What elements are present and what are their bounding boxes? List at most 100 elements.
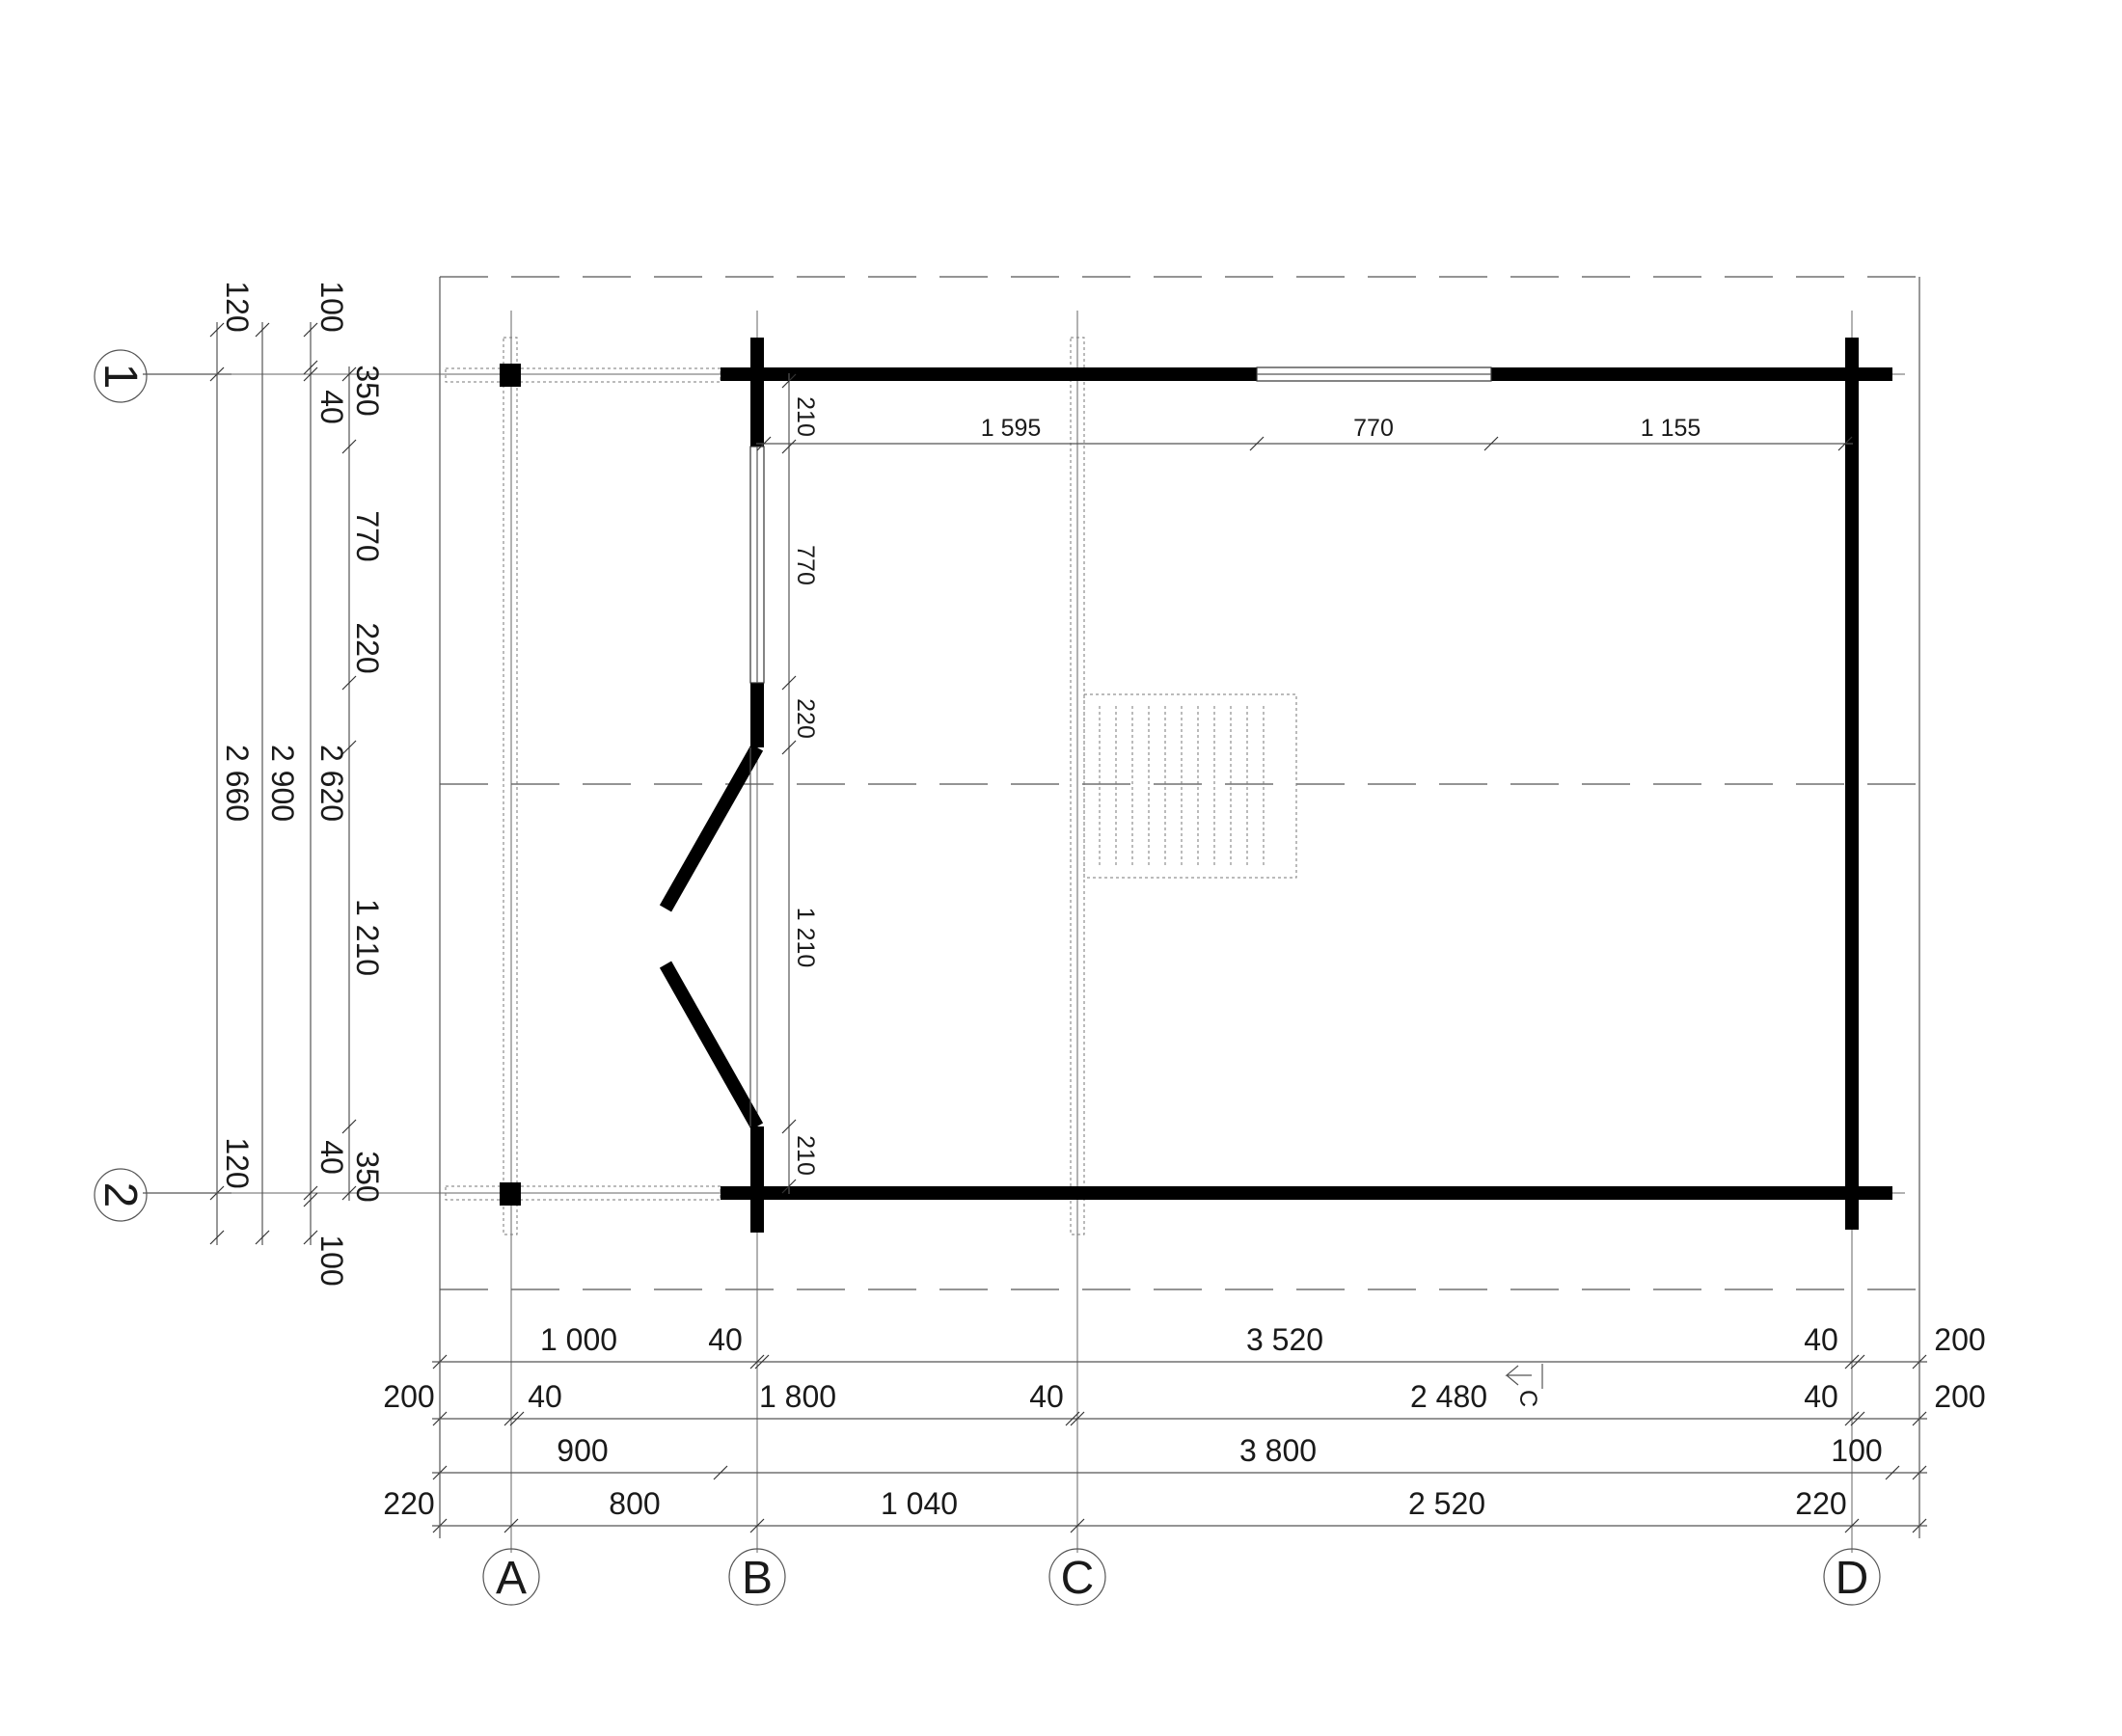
dim-l1-1: 2 660 bbox=[220, 745, 255, 822]
porch-post-bottom bbox=[500, 1182, 521, 1206]
dim-l3-3: 40 bbox=[314, 1140, 349, 1175]
dimension-tick bbox=[303, 366, 318, 382]
dimension-tick bbox=[781, 1179, 797, 1194]
dim-l3-0: 100 bbox=[314, 281, 349, 332]
dim-b2-5: 40 bbox=[1804, 1379, 1838, 1414]
dim-b2-2: 1 800 bbox=[759, 1379, 836, 1414]
section-marker: C bbox=[1505, 1364, 1543, 1407]
dim-l1-0: 120 bbox=[220, 281, 255, 332]
section-label: C bbox=[1514, 1390, 1541, 1407]
porch-post-top bbox=[500, 364, 521, 387]
dim-b2-6: 200 bbox=[1934, 1379, 1985, 1414]
dim-b2-0: 200 bbox=[383, 1379, 434, 1414]
dimension-tick bbox=[303, 1230, 318, 1245]
dimension-tick bbox=[781, 675, 797, 691]
dim-l2-0: 2 900 bbox=[265, 745, 300, 822]
dimension-tick bbox=[303, 1192, 318, 1207]
roof-outline bbox=[439, 276, 1920, 1290]
dim-b4-0: 220 bbox=[383, 1486, 434, 1521]
axis-label-1: 1 bbox=[95, 364, 146, 390]
dimension-tick bbox=[503, 1518, 519, 1533]
axis-label-d: D bbox=[1836, 1553, 1869, 1604]
dim-l1-2: 120 bbox=[220, 1137, 255, 1188]
dimension-tick bbox=[255, 322, 270, 338]
column-axis-markers: A B C D bbox=[482, 1548, 1881, 1606]
dim-i-side-0: 210 bbox=[792, 396, 819, 437]
row-axis-markers: 1 2 bbox=[94, 349, 148, 1222]
dim-b2-3: 40 bbox=[1029, 1379, 1064, 1414]
dim-l4-4: 350 bbox=[350, 1151, 385, 1202]
dim-b3-0: 900 bbox=[557, 1433, 608, 1468]
dim-b1-3: 40 bbox=[1804, 1322, 1838, 1357]
dimension-tick bbox=[749, 1354, 765, 1370]
dim-b4-2: 1 040 bbox=[881, 1486, 958, 1521]
dimension-tick bbox=[1844, 1518, 1860, 1533]
dims-inner: 1 595 770 1 155 210 770 220 1 210 210 bbox=[792, 396, 1700, 1176]
axis-label-2: 2 bbox=[95, 1182, 146, 1208]
dimension-tick bbox=[1844, 1411, 1860, 1426]
dim-b1-2: 3 520 bbox=[1246, 1322, 1323, 1357]
dimension-tick bbox=[1249, 436, 1265, 451]
dim-i-side-1: 770 bbox=[792, 545, 819, 585]
dimension-tick bbox=[1837, 436, 1853, 451]
dimension-tick bbox=[754, 1354, 770, 1370]
dimension-lines bbox=[143, 322, 1927, 1538]
dimension-tick bbox=[209, 1230, 225, 1245]
dim-i-side-3: 1 210 bbox=[792, 908, 819, 968]
dimension-tick bbox=[756, 436, 772, 451]
dim-b2-1: 40 bbox=[528, 1379, 562, 1414]
dimension-tick bbox=[1850, 1354, 1865, 1370]
bay-wall-upper bbox=[659, 744, 764, 912]
dim-b1-1: 40 bbox=[708, 1322, 743, 1357]
dim-b4-1: 800 bbox=[609, 1486, 660, 1521]
dim-b1-0: 1 000 bbox=[540, 1322, 617, 1357]
dim-l4-3: 1 210 bbox=[350, 899, 385, 976]
dimension-tick bbox=[1483, 436, 1499, 451]
dim-i-side-4: 210 bbox=[792, 1135, 819, 1176]
porch-structure bbox=[445, 337, 1085, 1235]
dim-l3-1: 40 bbox=[314, 390, 349, 424]
axis-label-c: C bbox=[1061, 1553, 1095, 1604]
dimension-tick bbox=[1070, 1518, 1085, 1533]
dimension-tick bbox=[255, 1230, 270, 1245]
stair-frame bbox=[1083, 693, 1297, 879]
dimension-tick bbox=[341, 675, 357, 691]
dimension-tick bbox=[713, 1465, 728, 1480]
bay-wall-lower bbox=[659, 961, 764, 1130]
dimension-tick bbox=[341, 1185, 357, 1201]
axis-label-b: B bbox=[742, 1553, 773, 1604]
walls bbox=[659, 338, 1892, 1233]
dimension-tick bbox=[1070, 1411, 1085, 1426]
axis-label-a: A bbox=[496, 1553, 527, 1604]
dim-b4-4: 220 bbox=[1795, 1486, 1846, 1521]
dim-i-top-1: 770 bbox=[1353, 415, 1394, 442]
staircase bbox=[1083, 693, 1297, 879]
dim-b1-4: 200 bbox=[1934, 1322, 1985, 1357]
dim-b2-4: 2 480 bbox=[1410, 1379, 1487, 1414]
dimension-tick bbox=[509, 1411, 525, 1426]
dim-i-top-2: 1 155 bbox=[1641, 415, 1701, 442]
dim-l3-4: 100 bbox=[314, 1234, 349, 1286]
dimension-tick bbox=[781, 439, 797, 454]
dimension-tick bbox=[303, 322, 318, 338]
dim-b3-2: 100 bbox=[1831, 1433, 1882, 1468]
dim-l3-2: 2 620 bbox=[314, 745, 349, 822]
grid-lines bbox=[143, 311, 1905, 1553]
dimension-tick bbox=[1065, 1411, 1080, 1426]
dimension-tick bbox=[781, 373, 797, 389]
dimension-tick bbox=[781, 740, 797, 755]
dimension-tick bbox=[503, 1411, 519, 1426]
dimension-tick bbox=[341, 740, 357, 755]
dimension-tick bbox=[781, 1119, 797, 1134]
dimension-tick bbox=[749, 1518, 765, 1533]
dimension-tick bbox=[1885, 1465, 1900, 1480]
dim-b3-1: 3 800 bbox=[1239, 1433, 1317, 1468]
dimension-tick bbox=[303, 1185, 318, 1201]
dim-i-side-2: 220 bbox=[792, 698, 819, 739]
dimension-tick bbox=[341, 1119, 357, 1134]
dim-l4-1: 770 bbox=[350, 510, 385, 561]
dimension-tick bbox=[341, 439, 357, 454]
dimension-tick bbox=[341, 366, 357, 382]
dim-b4-3: 2 520 bbox=[1408, 1486, 1485, 1521]
